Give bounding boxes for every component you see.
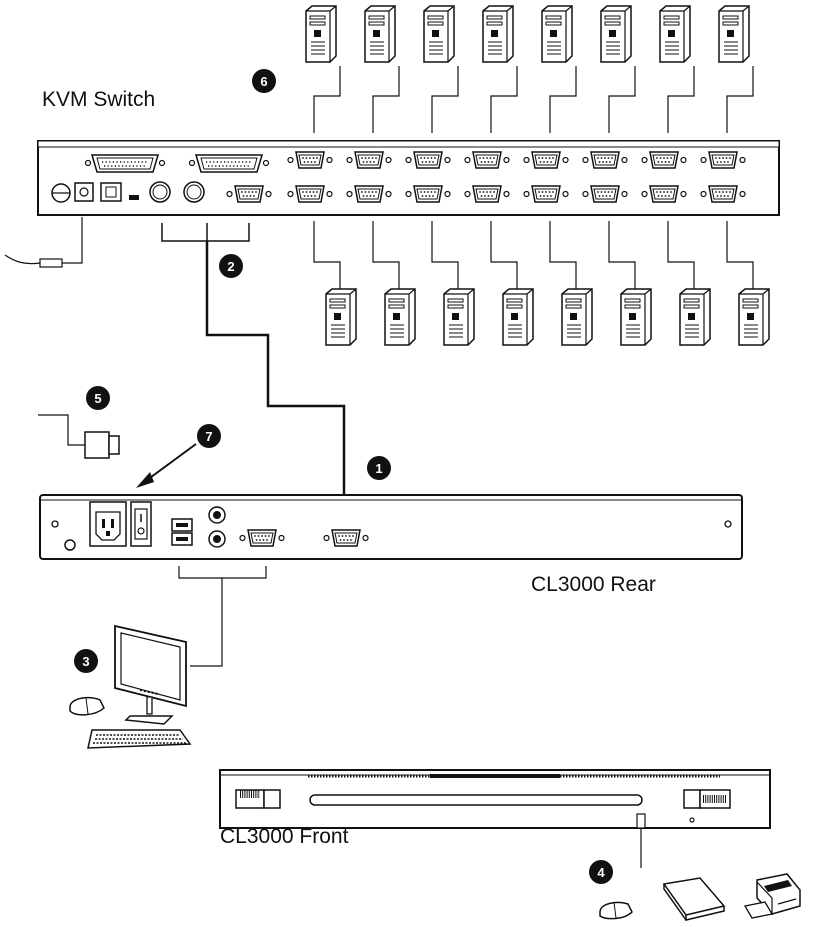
mouse-icon <box>599 901 633 920</box>
svg-text:2: 2 <box>227 259 234 274</box>
dip-switch-icon <box>129 195 139 200</box>
kvm-top-cables <box>313 66 754 133</box>
computer-icon <box>364 5 396 63</box>
db25-port-icon <box>188 154 270 173</box>
computer-icon <box>482 5 514 63</box>
computer-icon <box>718 5 750 63</box>
monitor-icon <box>114 624 187 725</box>
callout-2: 2 <box>219 254 243 278</box>
computer-icon <box>679 288 711 346</box>
kvm-bottom-computers <box>325 288 770 346</box>
computer-icon <box>600 5 632 63</box>
external-drive-icon <box>662 877 726 921</box>
cl3000-rear-unit <box>39 494 743 560</box>
usb-peripherals <box>599 873 801 921</box>
front-usb-port-icon <box>636 813 646 829</box>
computer-icon <box>384 288 416 346</box>
computer-icon <box>325 288 357 346</box>
computer-icon <box>659 5 691 63</box>
ground-screw-icon <box>64 539 76 551</box>
handle-icon <box>683 789 701 809</box>
callout-6: 6 <box>252 69 276 93</box>
computer-icon <box>443 288 475 346</box>
callout-7: 7 <box>197 424 221 448</box>
svg-text:4: 4 <box>597 865 605 880</box>
kvm-switch-unit <box>37 140 780 216</box>
power-switch-arrow <box>136 443 197 488</box>
kvm-console-cable <box>161 223 346 518</box>
kvm-switch-label: KVM Switch <box>42 88 156 111</box>
computer-icon <box>541 5 573 63</box>
power-cord <box>38 414 120 459</box>
callout-3: 3 <box>74 649 98 673</box>
computer-icon <box>502 288 534 346</box>
svg-text:5: 5 <box>94 391 101 406</box>
cl3000-front-unit <box>219 769 771 829</box>
printer-icon <box>743 873 801 919</box>
kvm-bottom-cables <box>313 221 754 289</box>
computer-icon <box>620 288 652 346</box>
svg-text:7: 7 <box>205 429 212 444</box>
computer-icon <box>305 5 337 63</box>
svg-text:6: 6 <box>260 74 267 89</box>
cl3000-rear-label: CL3000 Rear <box>531 573 656 596</box>
console-cable <box>178 566 267 667</box>
kvm-power-cable <box>4 217 83 268</box>
db25-port-icon <box>84 154 166 173</box>
svg-text:1: 1 <box>375 461 382 476</box>
cl3000-front-label: CL3000 Front <box>220 825 349 848</box>
svg-text:3: 3 <box>82 654 89 669</box>
computer-icon <box>423 5 455 63</box>
computer-icon <box>561 288 593 346</box>
kvm-top-computers <box>305 5 750 63</box>
computer-icon <box>738 288 770 346</box>
keyboard-icon <box>87 729 192 749</box>
mouse-icon <box>69 696 105 716</box>
dc-input-icon <box>74 182 94 202</box>
callout-1: 1 <box>367 456 391 480</box>
callout-5: 5 <box>86 386 110 410</box>
callout-4: 4 <box>589 860 613 884</box>
console-devices <box>69 624 192 749</box>
